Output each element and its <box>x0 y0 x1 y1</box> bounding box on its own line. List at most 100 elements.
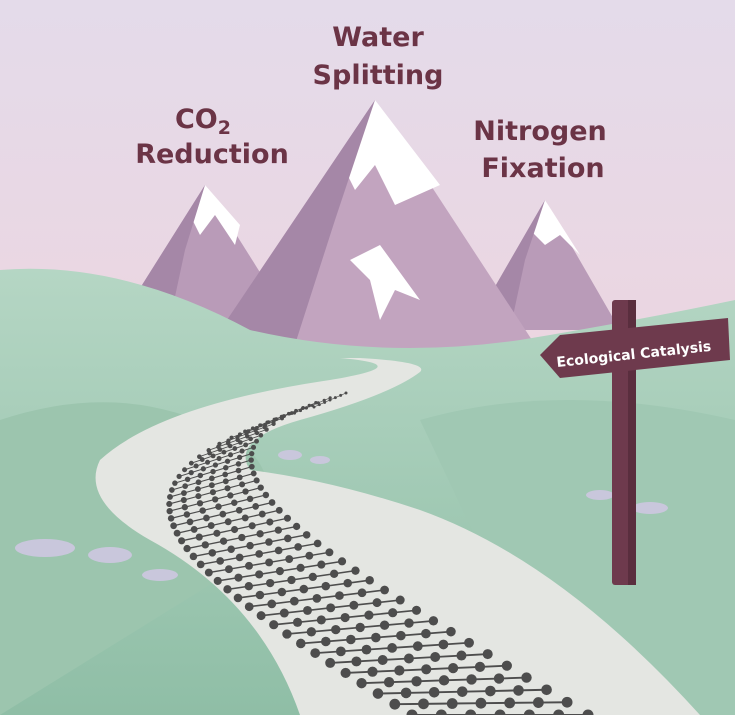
lattice-atom <box>298 408 303 413</box>
lattice-atom <box>532 697 544 708</box>
lattice-atom <box>383 677 395 688</box>
lattice-atom <box>412 641 423 652</box>
lattice-atom <box>239 481 246 488</box>
lattice-atom <box>428 686 440 698</box>
lattice-atom <box>271 421 276 426</box>
lattice-atom <box>213 576 222 585</box>
lattice-atom <box>275 567 284 576</box>
lattice-atom <box>464 637 474 648</box>
lattice-atom <box>339 393 343 397</box>
lattice-atom <box>294 543 302 551</box>
lattice-atom <box>377 654 388 665</box>
lattice-atom <box>321 636 331 647</box>
lattice-atom <box>269 620 279 630</box>
lattice-atom <box>279 416 285 421</box>
lattice-atom <box>219 510 227 518</box>
lattice-atom <box>274 546 283 555</box>
lattice-atom <box>216 557 225 565</box>
lattice-atom <box>356 677 367 689</box>
lattice-atom <box>199 457 205 462</box>
lattice-atom <box>541 684 552 696</box>
road <box>95 358 701 715</box>
lattice-atom <box>245 434 250 439</box>
lattice-atom <box>262 491 270 499</box>
lattice-atom <box>227 443 233 449</box>
mountain-center <box>200 100 545 360</box>
lattice-atom <box>355 622 365 633</box>
lattice-atom <box>265 538 273 546</box>
lattice-atom <box>326 603 336 613</box>
lattice-atom <box>256 530 264 538</box>
lattice-atom <box>190 525 198 533</box>
nitrogen-fixation-line2: Fixation <box>481 153 604 184</box>
lattice-atom <box>289 411 294 415</box>
lattice-atom <box>561 696 573 708</box>
lattice-atom <box>173 529 181 537</box>
lattice-atom <box>513 685 524 696</box>
lattice-atom <box>340 612 350 623</box>
lattice-atom <box>181 504 188 511</box>
lattice-atom <box>250 444 257 450</box>
lattice-atom <box>312 593 322 603</box>
lattice-atom <box>166 500 173 508</box>
lattice-atom <box>238 440 243 445</box>
lattice-atom <box>296 638 306 649</box>
lattice-atom <box>239 448 245 454</box>
lattice-atom <box>227 492 234 499</box>
lattice-atom <box>285 555 294 564</box>
lattice-atom <box>210 468 216 475</box>
lattice-atom <box>231 499 238 507</box>
lattice-atom <box>456 686 468 697</box>
lattice-atom <box>243 442 249 448</box>
lattice-atom <box>223 585 232 594</box>
lattice-atom <box>246 541 254 550</box>
co2-reduction-line2: Reduction <box>135 139 289 170</box>
lattice-atom <box>237 454 243 461</box>
lattice-atom <box>553 709 565 715</box>
lattice-atom <box>404 618 414 628</box>
lattice-atom <box>504 697 516 709</box>
lattice-atom <box>248 436 253 442</box>
lattice-atom <box>265 578 275 588</box>
lattice-atom <box>283 514 292 522</box>
lattice-atom <box>372 598 382 608</box>
lattice-atom <box>205 459 211 465</box>
lattice-atom <box>245 561 253 570</box>
lattice-atom <box>224 518 232 526</box>
lattice-atom <box>292 522 301 531</box>
lattice-atom <box>275 506 283 514</box>
lattice-atom <box>195 479 202 486</box>
lattice-atom <box>188 460 194 466</box>
lattice-atom <box>446 698 458 709</box>
lattice-atom <box>266 518 274 526</box>
lattice-atom <box>215 503 222 510</box>
lattice-atom <box>213 529 221 537</box>
lattice-atom <box>182 483 189 489</box>
lattice-atom <box>258 432 264 438</box>
lattice-atom <box>224 458 231 464</box>
lattice-atom <box>466 674 477 685</box>
lattice-atom <box>411 605 422 615</box>
lattice-atom <box>313 539 322 548</box>
lattice-atom <box>351 656 362 667</box>
lattice-atom <box>248 522 256 530</box>
lattice-atom <box>299 584 309 594</box>
lattice-atom <box>166 507 173 515</box>
lattice-atom <box>406 709 418 715</box>
lattice-atom <box>255 550 264 558</box>
lattice-atom <box>237 432 242 437</box>
lattice-atom <box>178 537 186 545</box>
lattice-atom <box>266 420 271 425</box>
lattice-atom <box>254 438 259 444</box>
lattice-atom <box>340 667 351 679</box>
lattice-atom <box>242 488 249 495</box>
lattice-atom <box>244 602 254 612</box>
lattice-atom <box>364 610 374 620</box>
lattice-atom <box>258 423 263 428</box>
lattice-atom <box>189 552 198 561</box>
lattice-atom <box>316 401 320 405</box>
lattice-atom <box>232 446 238 451</box>
lattice-atom <box>228 452 234 458</box>
lattice-atom <box>379 620 390 630</box>
